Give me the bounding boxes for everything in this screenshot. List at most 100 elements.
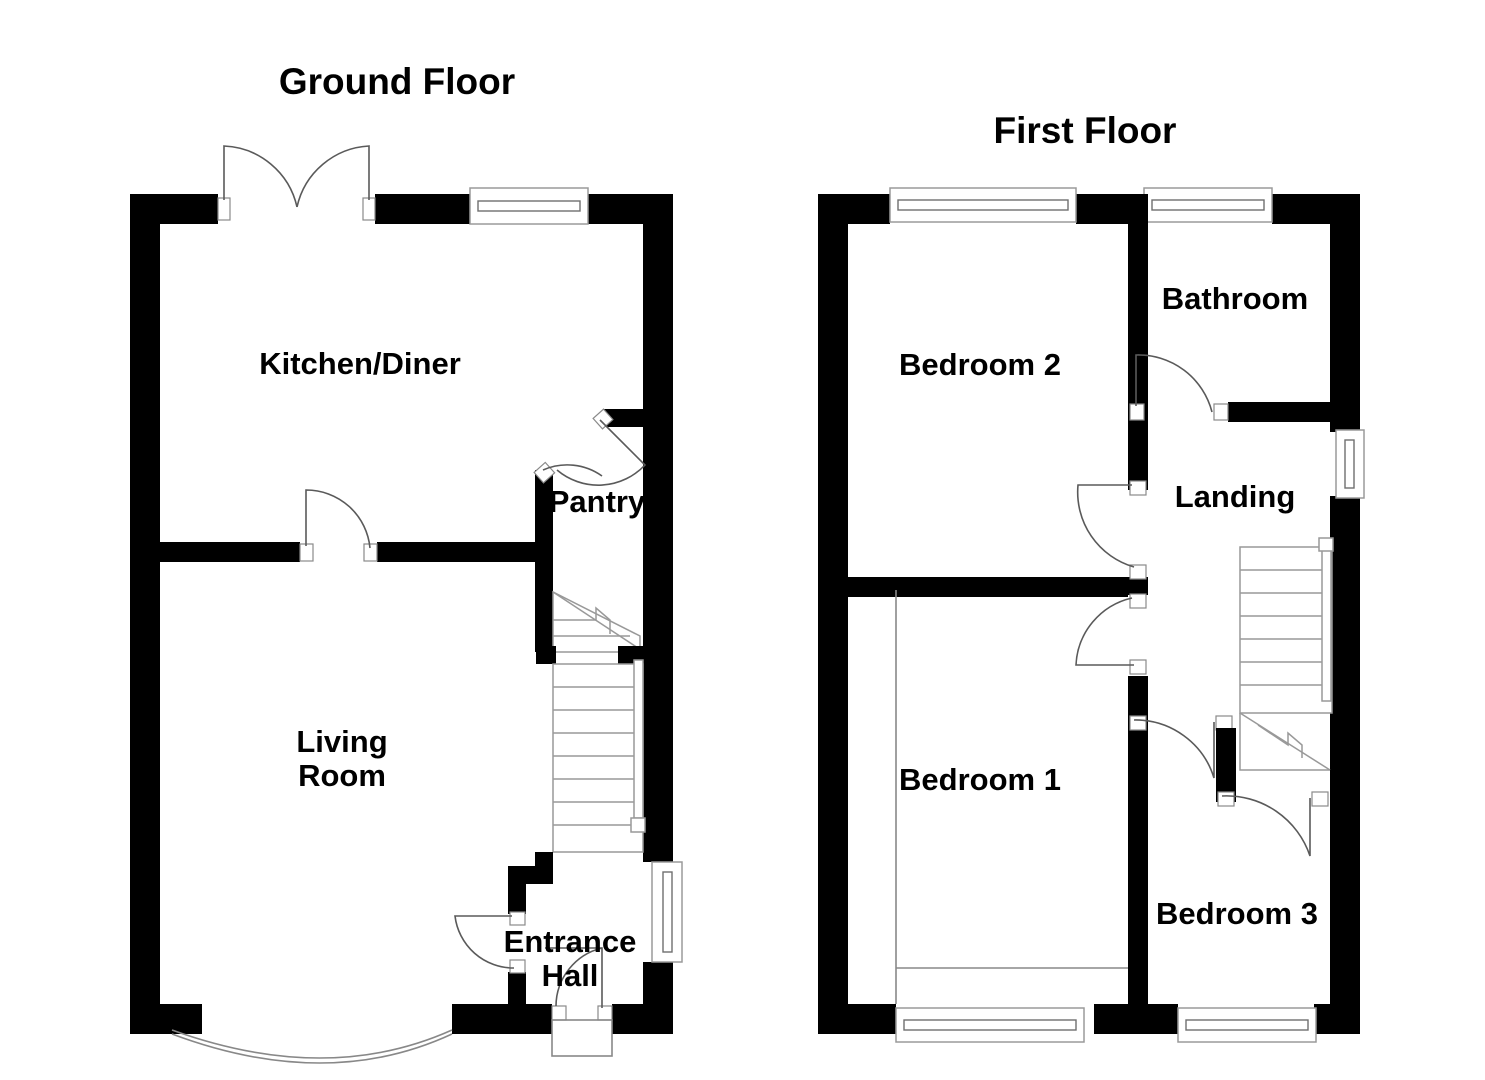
wall-first-left xyxy=(818,194,848,1034)
wall-first-bottom-mid xyxy=(1094,1004,1178,1034)
wall-bedroom2-bedroom1 xyxy=(832,577,1128,597)
door-jamb-bathroom-left xyxy=(1129,403,1145,421)
window-kitchen-top xyxy=(469,187,589,225)
room-label-landing: Landing xyxy=(1175,479,1296,514)
door-swing-bed3-lower xyxy=(1221,795,1311,857)
window-frame xyxy=(895,1007,1085,1043)
front-door-jamb-right xyxy=(597,1005,613,1021)
window-sash-bar xyxy=(897,199,1069,211)
first-floor-group: First Floor xyxy=(818,110,1365,1043)
stair-winder-outline-first xyxy=(1239,713,1330,771)
door-swing-left-leaf xyxy=(223,145,298,208)
door-jamb-bed3-upper-left xyxy=(1129,715,1147,731)
door-jamb-left xyxy=(217,197,231,221)
stair-winder-diag-first xyxy=(1239,712,1331,771)
window-frame xyxy=(469,187,589,225)
room-label-bedroom-2: Bedroom 2 xyxy=(899,347,1061,382)
wall-kitchen-living-divider xyxy=(160,489,543,562)
stair-newel-post xyxy=(630,817,646,833)
door-swing-hall-living xyxy=(454,915,515,969)
door-swing-kitchen-living xyxy=(305,489,371,549)
wall-first-right-lower xyxy=(1330,496,1360,1034)
door-bedroom3-upper[interactable] xyxy=(1129,715,1233,779)
door-bedroom3-lower[interactable] xyxy=(1216,728,1329,857)
ground-outer-walls xyxy=(130,194,673,1034)
first-floor-title: First Floor xyxy=(994,110,1177,151)
pantry-walls xyxy=(533,408,652,652)
wall-first-bottom-left-stub xyxy=(818,1004,896,1034)
door-swing-pantry-top xyxy=(556,419,647,486)
wall-hall-left-lower xyxy=(508,972,526,1020)
window-landing-right xyxy=(1335,429,1365,499)
door-swing-bed1 xyxy=(1075,597,1134,666)
wall-ground-top-left-stub xyxy=(130,194,218,224)
window-sash-bar xyxy=(1151,199,1265,211)
front-door-jamb-left xyxy=(551,1005,567,1021)
french-doors-kitchen[interactable] xyxy=(217,145,376,221)
window-sash-bar xyxy=(477,200,581,212)
wall-bed2-bed1-divider xyxy=(832,577,1128,597)
wall-pantry-left-upper xyxy=(535,470,553,552)
door-jamb-hall-living-bottom xyxy=(509,959,526,974)
window-bedroom2-top xyxy=(889,187,1077,223)
bow-window-inner-arc xyxy=(171,1029,453,1059)
stair-flight-box xyxy=(552,663,644,853)
door-jamb-pantry-top xyxy=(592,408,614,430)
door-swing-right-leaf xyxy=(296,145,370,208)
wall-central-mid-node xyxy=(1128,577,1148,595)
door-jamb-right xyxy=(362,197,376,221)
room-label-living-room-line1: Living xyxy=(296,724,387,759)
stair-handrail xyxy=(633,659,644,819)
ground-floor-title: Ground Floor xyxy=(279,61,515,102)
bow-window-outer-arc xyxy=(171,1033,453,1064)
door-jamb-bathroom-right xyxy=(1213,403,1229,421)
room-label-living-room-line2: Room xyxy=(298,758,386,793)
window-frame xyxy=(651,861,683,963)
room-label-bathroom: Bathroom xyxy=(1162,281,1308,316)
room-label-bedroom-3: Bedroom 3 xyxy=(1156,896,1318,931)
wall-first-right-upper xyxy=(1330,194,1360,432)
wall-bathroom-bottom xyxy=(1228,402,1360,422)
wall-first-bottom-right-stub xyxy=(1314,1004,1360,1034)
front-door-entrance[interactable] xyxy=(545,947,613,1057)
door-jamb-bed3-lower-right xyxy=(1311,791,1329,807)
window-sash-bar xyxy=(1185,1019,1309,1031)
door-jamb-kitchen-living-right xyxy=(363,543,378,562)
wall-ground-top-mid xyxy=(375,194,470,224)
window-bathroom-top xyxy=(1143,187,1273,223)
first-outer-walls xyxy=(818,194,1360,1034)
staircase-ground xyxy=(536,590,646,853)
door-jamb-bed2-bottom xyxy=(1129,564,1147,580)
room-label-pantry: Pantry xyxy=(549,484,646,519)
door-swing-pantry-left xyxy=(542,464,603,477)
stair-winder-nosing xyxy=(553,606,611,634)
room-label-kitchen-diner: Kitchen/Diner xyxy=(259,346,461,381)
ground-floor-group: Ground Floor xyxy=(130,61,683,1064)
wall-ground-bottom-left-stub xyxy=(130,1004,202,1034)
wall-hall-jog-horizontal xyxy=(508,866,553,884)
window-sash-bar xyxy=(1344,439,1355,489)
wall-ground-left xyxy=(130,194,160,1034)
wall-bed3-stair-stub xyxy=(1216,728,1236,802)
wall-pantry-top xyxy=(604,409,652,427)
door-bedroom1[interactable] xyxy=(1075,593,1147,675)
entrance-hall-walls xyxy=(454,852,553,1020)
staircase-first xyxy=(1239,537,1334,771)
stair-flight-box-first xyxy=(1239,546,1333,714)
window-frame xyxy=(1177,1007,1317,1043)
window-bedroom1-bottom xyxy=(895,1007,1085,1043)
wall-ground-bottom-right xyxy=(452,1004,552,1034)
bay-window-living-room xyxy=(171,1029,453,1064)
wall-central-lower xyxy=(1128,676,1148,1004)
wall-divider-left-seg xyxy=(160,542,300,562)
door-bedroom2[interactable] xyxy=(1076,480,1147,580)
wall-ground-bottom-right2 xyxy=(612,1004,673,1034)
room-label-bedroom-1: Bedroom 1 xyxy=(899,762,1061,797)
room-label-entrance-hall-line1: Entrance xyxy=(504,924,637,959)
front-door-threshold xyxy=(551,1019,613,1057)
door-jamb-hall-living-top xyxy=(509,911,526,926)
door-jamb-bed2-top xyxy=(1129,480,1147,496)
stair-handrail-first xyxy=(1321,542,1332,702)
